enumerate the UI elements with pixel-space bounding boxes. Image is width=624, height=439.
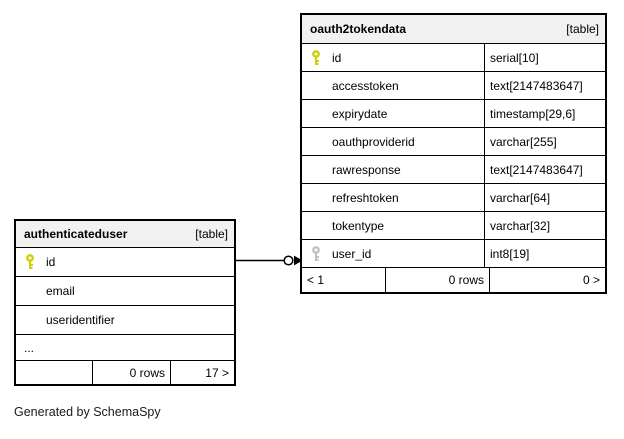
column-type: varchar[255] [490, 134, 557, 149]
column-name-cell: useridentifier [16, 306, 234, 334]
column-row-email[interactable]: email [16, 276, 234, 305]
column-type: text[2147483647] [490, 78, 583, 93]
column-row-oauthproviderid[interactable]: oauthproviderid varchar[255] [302, 127, 605, 155]
column-name-cell: expirydate [302, 100, 484, 127]
primary-key-icon [25, 254, 35, 270]
column-type: varchar[64] [490, 190, 551, 205]
ellipsis-label: ... [24, 340, 35, 355]
column-name-cell: id [302, 44, 484, 71]
column-name-cell: tokentype [302, 212, 484, 239]
column-type-cell: text[2147483647] [484, 72, 605, 99]
column-row-rawresponse[interactable]: rawresponse text[2147483647] [302, 155, 605, 183]
column-row-id[interactable]: id serial[10] [302, 43, 605, 71]
column-name-cell: accesstoken [302, 72, 484, 99]
column-name: id [332, 50, 342, 65]
relationship-arrowhead [294, 255, 303, 266]
column-row-expirydate[interactable]: expirydate timestamp[29,6] [302, 99, 605, 127]
generated-by-caption: Generated by SchemaSpy [14, 405, 161, 419]
column-row-tokentype[interactable]: tokentype varchar[32] [302, 211, 605, 239]
column-row-user-id[interactable]: user_id int8[19] [302, 239, 605, 267]
column-type-cell: serial[10] [484, 44, 605, 71]
footer-children-cell: 17 > [170, 361, 234, 384]
row-count: 0 rows [448, 273, 484, 287]
column-type-cell: varchar[64] [484, 184, 605, 211]
column-type-cell: varchar[32] [484, 212, 605, 239]
column-row-ellipsis: ... [16, 334, 234, 360]
primary-key-icon [311, 49, 321, 66]
column-name: expirydate [332, 106, 388, 121]
column-name-cell: id [16, 248, 234, 276]
column-row-accesstoken[interactable]: accesstoken text[2147483647] [302, 71, 605, 99]
column-name-cell: rawresponse [302, 156, 484, 183]
column-name-cell: ... [16, 335, 234, 360]
column-name-cell: oauthproviderid [302, 128, 484, 155]
footer-rows-cell: 0 rows [385, 268, 489, 292]
children-count: 0 > [582, 273, 600, 287]
column-name: useridentifier [46, 313, 115, 327]
column-type: text[2147483647] [490, 162, 583, 177]
column-name-cell: refreshtoken [302, 184, 484, 211]
column-row-useridentifier[interactable]: useridentifier [16, 305, 234, 334]
relationship-connector [236, 255, 303, 266]
column-name: user_id [332, 246, 372, 261]
parents-count: < 1 [307, 273, 325, 287]
row-count: 0 rows [129, 365, 165, 380]
column-name: oauthproviderid [332, 134, 415, 149]
column-type-cell: timestamp[29,6] [484, 100, 605, 127]
table-oauth2tokendata[interactable]: oauth2tokendata [table] id serial[10] ac… [300, 13, 607, 294]
table-header-authenticateduser[interactable]: authenticateduser [table] [16, 221, 234, 247]
table-header-oauth2tokendata[interactable]: oauth2tokendata [table] [302, 15, 605, 43]
column-type-cell: text[2147483647] [484, 156, 605, 183]
footer-parents-cell [16, 361, 92, 384]
footer-rows-cell: 0 rows [92, 361, 170, 384]
table-footer: 0 rows 17 > [16, 360, 234, 384]
column-name: rawresponse [332, 162, 401, 177]
table-footer: < 1 0 rows 0 > [302, 267, 605, 292]
column-type: varchar[32] [490, 218, 551, 233]
column-name-cell: email [16, 277, 234, 305]
column-name: id [46, 255, 56, 269]
table-type-label: [table] [195, 227, 228, 241]
table-type-label: [table] [566, 22, 599, 36]
table-authenticateduser[interactable]: authenticateduser [table] id email u [14, 219, 236, 386]
column-name: email [46, 284, 75, 298]
table-name: authenticateduser [24, 227, 128, 241]
column-name: tokentype [332, 218, 385, 233]
children-count: 17 > [205, 365, 229, 380]
column-row-refreshtoken[interactable]: refreshtoken varchar[64] [302, 183, 605, 211]
relationship-circle-terminator [283, 255, 294, 266]
column-row-id[interactable]: id [16, 247, 234, 276]
column-type: int8[19] [490, 246, 530, 261]
column-type-cell: varchar[255] [484, 128, 605, 155]
column-type-cell: int8[19] [484, 240, 605, 267]
footer-parents-cell: < 1 [302, 268, 385, 292]
table-name: oauth2tokendata [310, 22, 407, 36]
column-type: serial[10] [490, 50, 539, 65]
foreign-key-icon [311, 245, 321, 262]
column-type: timestamp[29,6] [490, 106, 576, 121]
column-name: refreshtoken [332, 190, 399, 205]
column-name: accesstoken [332, 78, 399, 93]
column-name-cell: user_id [302, 240, 484, 267]
footer-children-cell: 0 > [489, 268, 605, 292]
